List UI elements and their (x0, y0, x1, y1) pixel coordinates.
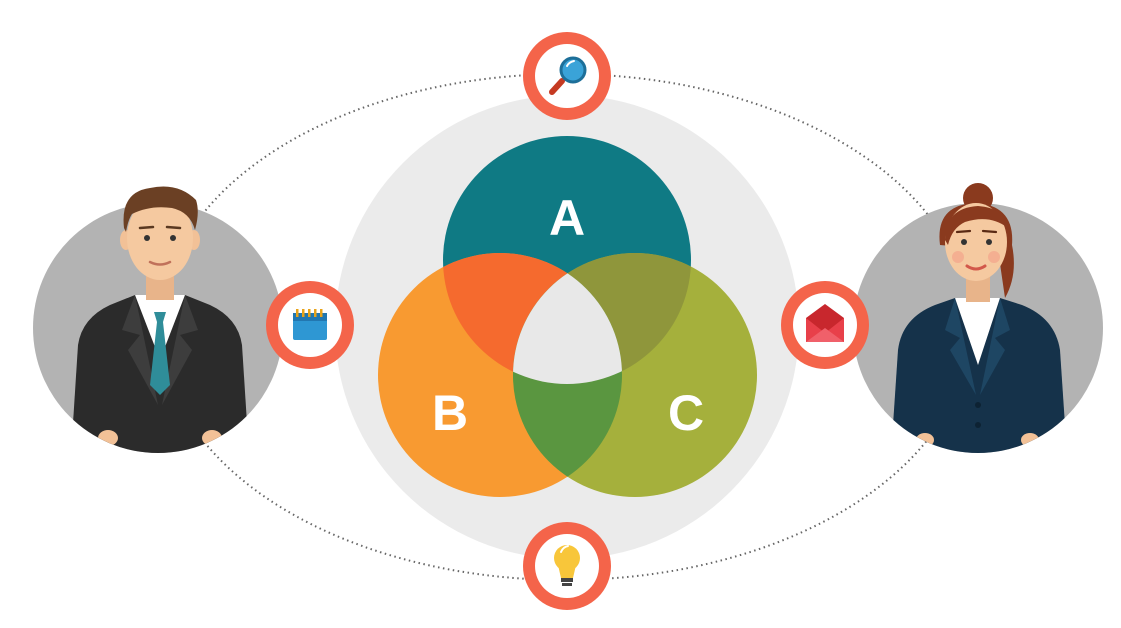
node-top (523, 32, 611, 120)
node-left (266, 281, 354, 369)
businesswoman-avatar (853, 183, 1103, 453)
venn-label-c: C (668, 385, 704, 441)
venn-label-b: B (432, 385, 468, 441)
venn-label-a: A (549, 190, 585, 246)
node-right (781, 281, 869, 369)
businessman-avatar (33, 186, 283, 453)
calendar-icon (293, 309, 327, 340)
venn-overlap-center (513, 253, 622, 384)
node-bottom (523, 522, 611, 610)
envelope-icon (806, 304, 844, 342)
magnifier-icon (549, 56, 587, 95)
lightbulb-icon (554, 545, 580, 586)
